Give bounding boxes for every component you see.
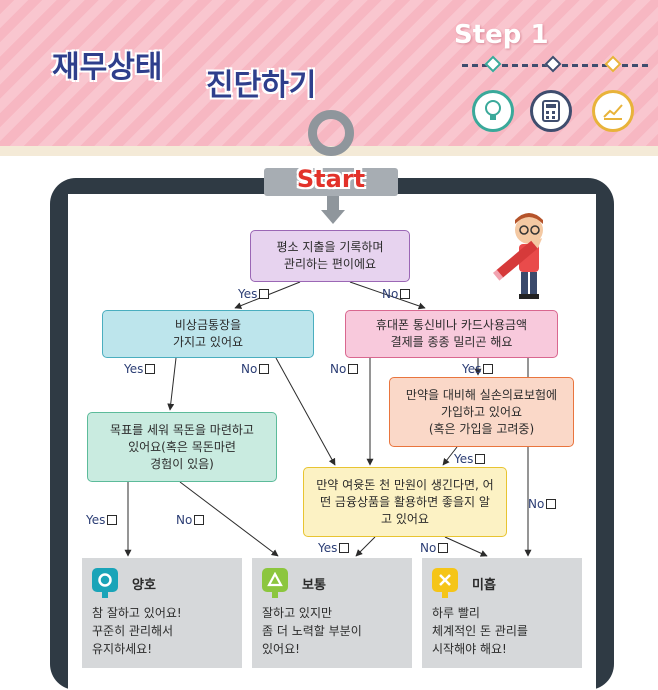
answer-label: Yes [86, 513, 106, 527]
question-financial-products: 만약 여윳돈 천 만원이 생긴다면, 어 떤 금융상품을 활용하면 좋을지 알 … [303, 467, 507, 537]
answer-no: No [528, 497, 557, 511]
answer-label: Yes [124, 362, 144, 376]
answer-label: Yes [318, 541, 338, 555]
answer-checkbox[interactable] [400, 289, 411, 299]
result-text: 참 잘하고 있어요! 꾸준히 관리해서 유지하세요! [92, 606, 182, 656]
answer-no: No [176, 513, 205, 527]
question-spending-record: 평소 지출을 기록하며 관리하는 편이에요 [250, 230, 410, 282]
answer-checkbox[interactable] [546, 499, 557, 509]
result-text: 잘하고 있지만 좀 더 노력할 부분이 있어요! [262, 606, 362, 656]
clip-bar [264, 168, 398, 196]
question-emergency-fund: 비상금통장을 가지고 있어요 [102, 310, 314, 358]
answer-yes: Yes [454, 452, 486, 466]
result-title: 보통 [302, 577, 326, 593]
answer-checkbox[interactable] [339, 543, 350, 553]
answer-checkbox[interactable] [259, 289, 270, 299]
page-subtitle: 진단하기 [206, 68, 317, 103]
result-text: 하루 빨리 체계적인 돈 관리를 시작해야 해요! [432, 606, 528, 656]
answer-yes: Yes [238, 287, 270, 301]
calculator-icon [530, 90, 572, 132]
answer-checkbox[interactable] [483, 364, 494, 374]
answer-label: No [382, 287, 399, 301]
answer-label: Yes [238, 287, 258, 301]
answer-checkbox[interactable] [438, 543, 449, 553]
step-label: Step 1 [454, 20, 549, 50]
clip-ring [308, 110, 354, 156]
answer-checkbox[interactable] [259, 364, 270, 374]
answer-yes: Yes [86, 513, 118, 527]
start-label: Start [296, 165, 366, 193]
answer-no: No [330, 362, 359, 376]
result-poor: 미흡 하루 빨리 체계적인 돈 관리를 시작해야 해요! [422, 558, 582, 668]
question-health-insurance: 만약을 대비해 실손의료보험에 가입하고 있어요 (혹은 가입을 고려중) [389, 377, 574, 447]
result-title: 미흡 [472, 577, 496, 593]
answer-label: Yes [454, 452, 474, 466]
answer-checkbox[interactable] [107, 515, 118, 525]
answer-label: No [420, 541, 437, 555]
answer-checkbox[interactable] [145, 364, 156, 374]
answer-label: No [241, 362, 258, 376]
answer-yes: Yes [462, 362, 494, 376]
answer-checkbox[interactable] [348, 364, 359, 374]
answer-label: No [528, 497, 545, 511]
answer-no: No [420, 541, 449, 555]
x-icon [432, 568, 458, 598]
answer-no: No [382, 287, 411, 301]
answer-yes: Yes [124, 362, 156, 376]
result-average: 보통 잘하고 있지만 좀 더 노력할 부분이 있어요! [252, 558, 412, 668]
page-title: 재무상태 [52, 50, 163, 85]
pencil-character-illustration [487, 210, 557, 302]
chart-icon [592, 90, 634, 132]
result-title: 양호 [132, 577, 156, 593]
result-good: 양호 참 잘하고 있어요! 꾸준히 관리해서 유지하세요! [82, 558, 242, 668]
answer-no: No [241, 362, 270, 376]
answer-label: Yes [462, 362, 482, 376]
question-savings-goal: 목표를 세워 목돈을 마련하고 있어요(혹은 목돈마련 경험이 있음) [87, 412, 277, 482]
lightbulb-icon [472, 90, 514, 132]
answer-label: No [330, 362, 347, 376]
answer-checkbox[interactable] [194, 515, 205, 525]
answer-label: No [176, 513, 193, 527]
circle-icon [92, 568, 118, 598]
question-late-payments: 휴대폰 통신비나 카드사용금액 결제를 종종 밀리곤 해요 [345, 310, 558, 358]
answer-checkbox[interactable] [475, 454, 486, 464]
triangle-icon [262, 568, 288, 598]
answer-yes: Yes [318, 541, 350, 555]
